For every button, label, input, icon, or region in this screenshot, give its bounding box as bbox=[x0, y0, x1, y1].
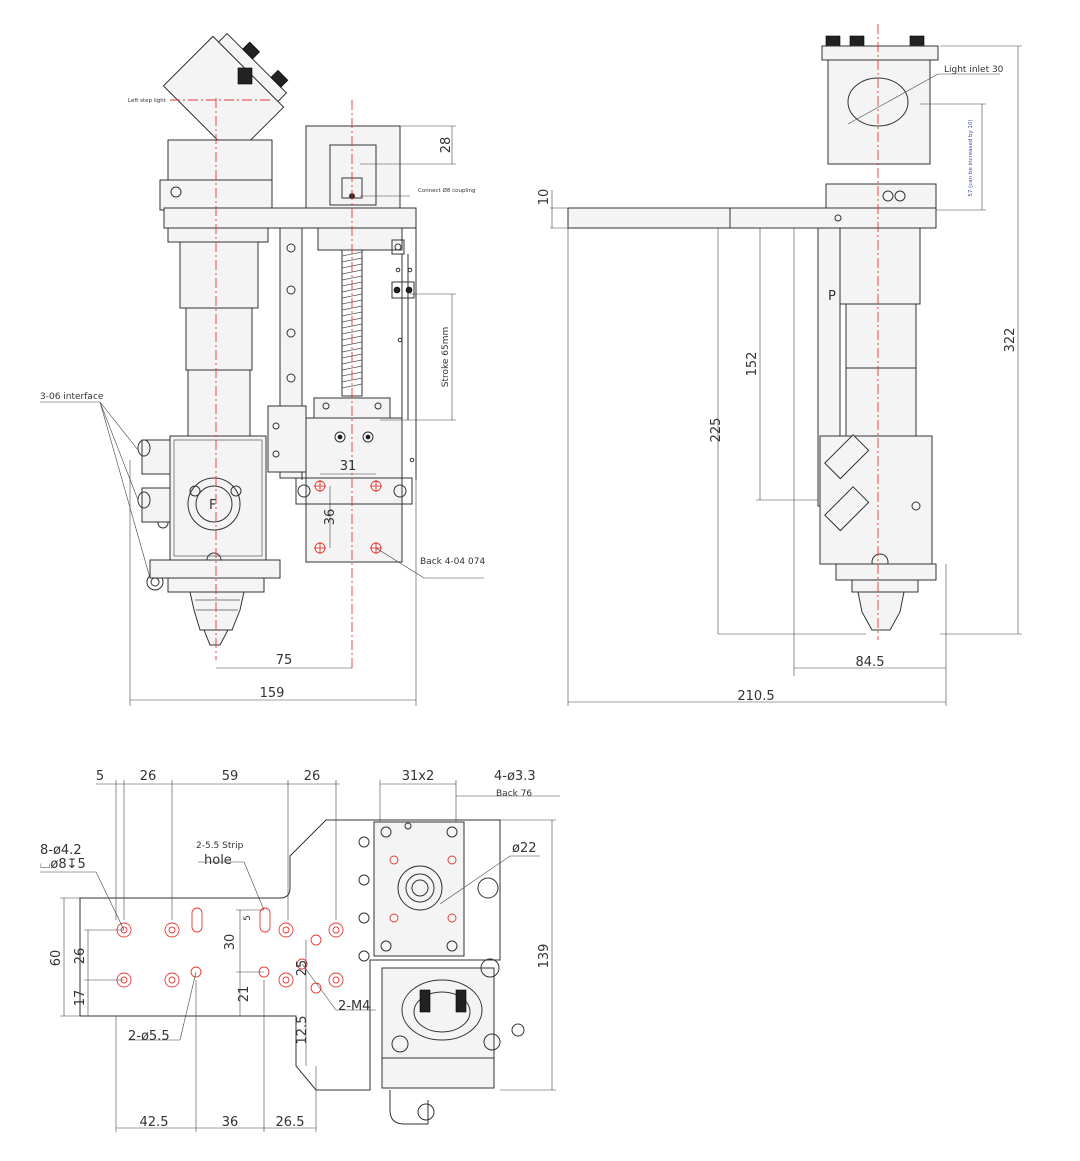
dim-210-5: 210.5 bbox=[737, 689, 774, 704]
mounting-holes bbox=[116, 855, 457, 994]
label-adjust-note: 57 (can be increased by 10) bbox=[968, 119, 974, 196]
adjust-knob bbox=[237, 67, 253, 85]
gas-connector-1 bbox=[141, 439, 171, 475]
label-holes-5-5: 2-ø5.5 bbox=[128, 1029, 170, 1044]
dim-75: 75 bbox=[276, 653, 293, 668]
bore-22 bbox=[397, 865, 443, 911]
label-m4: 2-M4 bbox=[338, 999, 370, 1014]
label-counterbore: ⌴ø8↧5 bbox=[40, 857, 86, 872]
upper-adapter bbox=[373, 821, 465, 957]
bottom-view: 5 26 59 26 31x2 4-ø3.3 Back 76 ø22 8-ø4.… bbox=[40, 769, 560, 1132]
label-holes-4-2: 8-ø4.2 bbox=[40, 843, 82, 858]
dim-stroke: Stroke 65mm bbox=[441, 327, 451, 388]
dim-10: 10 bbox=[537, 189, 552, 206]
label-holes-3-3: 4-ø3.3 bbox=[494, 769, 536, 784]
dim-31: 31 bbox=[340, 459, 357, 474]
dim-b25: 25 bbox=[295, 960, 310, 977]
dim-b31x2: 31x2 bbox=[402, 769, 435, 784]
lower-adapter bbox=[381, 967, 495, 1059]
dim-28: 28 bbox=[439, 137, 454, 154]
dim-b12-5: 12.5 bbox=[295, 1016, 310, 1045]
focus-dial bbox=[187, 477, 241, 531]
mirror-housing bbox=[162, 32, 289, 158]
label-left-step-light: Left step light bbox=[128, 98, 167, 104]
dim-b60: 60 bbox=[49, 950, 64, 967]
side-mounting-plate bbox=[567, 207, 937, 229]
dim-152: 152 bbox=[745, 352, 760, 377]
label-connect-coupling: Connect Ø8 coupling bbox=[418, 187, 475, 194]
dim-b26a: 26 bbox=[140, 769, 157, 784]
side-nozzle bbox=[857, 591, 905, 631]
side-view: Light inlet 30 57 (can be increased by 1… bbox=[537, 24, 1022, 706]
dim-b26-5: 26.5 bbox=[276, 1115, 305, 1130]
light-inlet-block bbox=[827, 59, 931, 165]
dim-b26b: 26 bbox=[304, 769, 321, 784]
dim-b30: 30 bbox=[223, 934, 238, 951]
dim-b5v: 5 bbox=[243, 915, 253, 921]
dim-b42-5: 42.5 bbox=[140, 1115, 169, 1130]
front-view: Left step light Connect Ø8 coupling 3-06… bbox=[40, 32, 485, 706]
mounting-plate bbox=[163, 207, 417, 229]
dim-b21: 21 bbox=[237, 986, 252, 1003]
carriage-plate bbox=[305, 417, 403, 563]
base-plate-outline bbox=[79, 819, 501, 1091]
dim-b139: 139 bbox=[537, 944, 552, 969]
dim-b59: 59 bbox=[222, 769, 239, 784]
dim-322: 322 bbox=[1003, 328, 1018, 353]
dim-b36: 36 bbox=[222, 1115, 239, 1130]
dim-b26v: 26 bbox=[73, 948, 88, 965]
gas-connector-2 bbox=[141, 487, 171, 523]
dim-b5: 5 bbox=[96, 769, 104, 784]
label-focus: F bbox=[209, 498, 216, 513]
dim-159: 159 bbox=[260, 686, 285, 701]
label-strip-hole-2: hole bbox=[204, 853, 232, 868]
label-interface: 3-06 interface bbox=[40, 392, 104, 402]
label-light-inlet: Light inlet 30 bbox=[944, 65, 1004, 75]
nozzle bbox=[189, 591, 245, 631]
label-back-1: Back 4-04 074 bbox=[420, 557, 485, 567]
dim-84-5: 84.5 bbox=[856, 655, 885, 670]
label-p: P bbox=[828, 289, 836, 304]
dim-225: 225 bbox=[709, 418, 724, 443]
dim-b17: 17 bbox=[73, 990, 88, 1007]
dim-36: 36 bbox=[323, 509, 338, 526]
label-back-76: Back 76 bbox=[496, 789, 532, 799]
focus-block bbox=[169, 435, 267, 561]
label-strip-hole-1: 2-5.5 Strip bbox=[196, 841, 244, 851]
label-dia22: ø22 bbox=[512, 841, 537, 856]
